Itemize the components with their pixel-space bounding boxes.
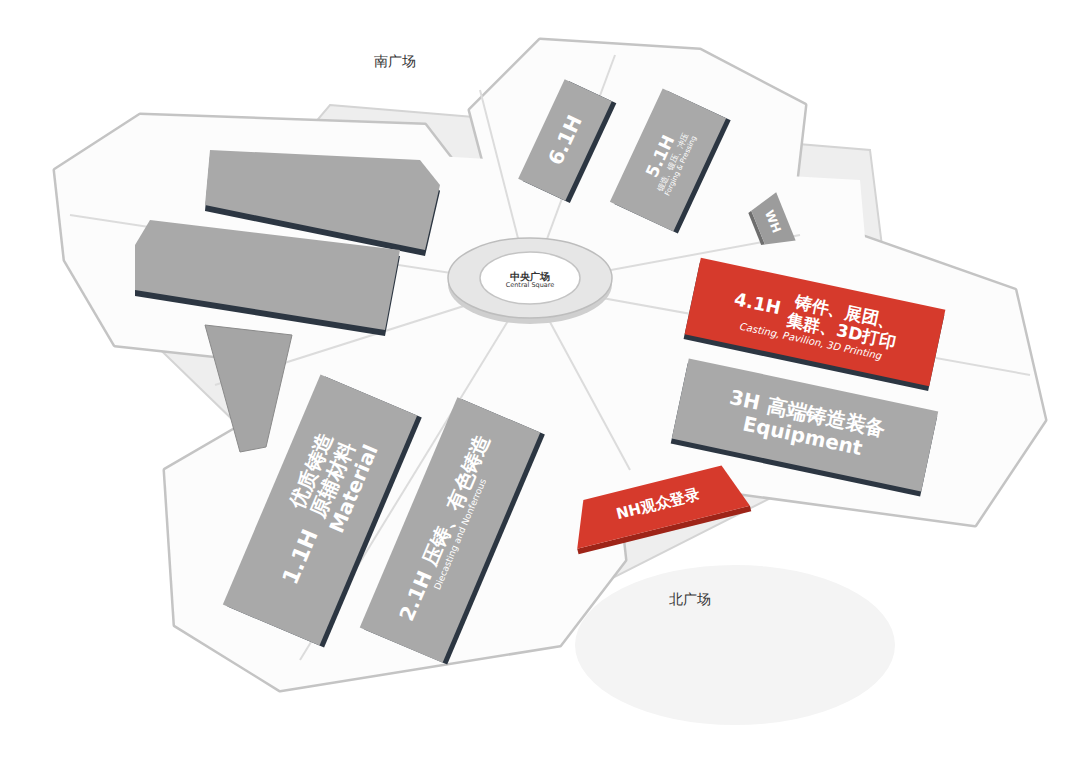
hall-block: 5.1H锻造、锻压、冲压Forging & Pressing xyxy=(610,89,726,232)
entrance-block: NH观众登录 xyxy=(566,461,750,549)
gate-block: WH xyxy=(748,192,795,251)
block-face xyxy=(748,192,795,251)
site-base xyxy=(140,105,905,650)
hall-label: 中央广场 xyxy=(510,271,550,283)
hall-label: Central Square xyxy=(506,282,555,289)
ring-hole xyxy=(480,252,580,304)
plaza-label: 南广场 xyxy=(374,53,416,71)
hall-label: 2.1H xyxy=(396,568,438,625)
label-row: Central Square xyxy=(506,282,555,289)
hall-lobes-fill xyxy=(55,40,1045,690)
north-plaza xyxy=(575,565,895,725)
hall-label: 6.1H xyxy=(544,112,587,169)
central-square: 中央广场Central Square xyxy=(445,234,615,326)
hall-label: 1.1H xyxy=(277,525,323,588)
hall-lobes-outline xyxy=(55,40,1045,690)
ring-top xyxy=(448,238,612,318)
label-row: 1.1H优质铸造原辅材料Material xyxy=(257,423,383,596)
corridors xyxy=(70,55,1030,660)
plaza-label: 北广场 xyxy=(669,591,711,609)
label-row: 2.1H压铸、有色铸造 xyxy=(396,431,495,624)
hall-label: 3H xyxy=(727,386,762,415)
hall xyxy=(135,220,400,330)
label-column: 优质铸造原辅材料Material xyxy=(283,423,383,536)
hall-block: 6.1H xyxy=(518,79,612,201)
block-face xyxy=(566,461,750,549)
label-row: 中央广场 xyxy=(510,271,550,283)
link-bridge xyxy=(205,325,292,452)
unlabelled-halls xyxy=(135,150,440,336)
label-row: 6.1H xyxy=(544,112,587,169)
hall-label: 4.1H xyxy=(732,289,782,319)
